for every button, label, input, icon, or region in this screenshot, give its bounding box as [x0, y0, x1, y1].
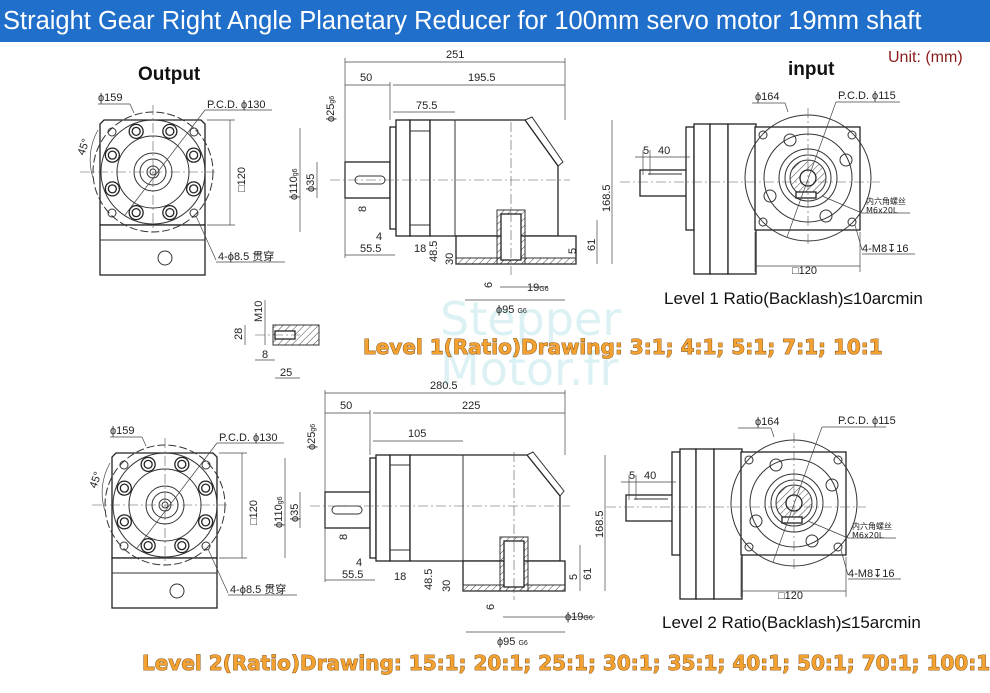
shaft-total-dim: 55.5	[342, 569, 363, 581]
flange-gap-dim: 4	[376, 231, 382, 243]
thread-depth-dim: 28	[233, 328, 245, 340]
height-dim: 168.5	[594, 510, 606, 538]
svg-text:Motor.fr: Motor.fr	[440, 342, 619, 396]
pcd-label: P.C.D. ϕ130	[219, 432, 278, 444]
thread-length-dim: 25	[280, 367, 292, 379]
flange-thickness-dim: 18	[414, 243, 426, 255]
level1-output-front-view: ϕ159 P.C.D. ϕ130 45° □120 4-ϕ8.5 贯穿	[76, 92, 286, 276]
shaft-length-dim: 50	[340, 400, 352, 412]
body-length-dim: 225	[462, 400, 480, 412]
square-label: □120	[248, 500, 260, 525]
bore-height-dim: 61	[586, 239, 598, 251]
level2-ratio-info: Level 2 Ratio(Backlash)≤15arcmin	[662, 613, 921, 632]
key-slot-dim: 6	[485, 604, 497, 610]
level1-ratio-drawing: Level 1(Ratio)Drawing: 3:1; 4:1; 5:1; 7:…	[363, 335, 883, 359]
svg-text:Stepper: Stepper	[440, 292, 621, 346]
input-pilot-dim: ϕ95 G6	[496, 304, 527, 316]
level2-ratio-drawing: Level 2(Ratio)Drawing: 15:1; 20:1; 25:1;…	[142, 651, 990, 675]
key-slot-dim: 6	[483, 282, 495, 288]
unit-label: Unit: (mm)	[888, 49, 963, 66]
base-height-dim: 30	[441, 580, 453, 592]
holes-label: 4-ϕ8.5 贯穿	[218, 249, 274, 263]
thread-detail: M10 28 8 25	[233, 300, 320, 379]
thread-offset-dim: 8	[262, 349, 268, 361]
shaft-dia-dim: ϕ25g6	[306, 424, 318, 450]
shaft-offset-dim: 5	[643, 145, 649, 157]
key-depth-dim: 8	[338, 534, 350, 540]
section-length-dim: 105	[408, 428, 426, 440]
pilot-dia-dim: ϕ110g6	[273, 496, 285, 528]
watermark-logo: Stepper Motor.fr	[440, 292, 621, 396]
height-dim: 168.5	[601, 184, 613, 212]
bore-depth-dim: 5	[568, 574, 580, 580]
pilot-dia-dim: ϕ110g6	[288, 168, 300, 200]
shaft-length-dim: 50	[360, 72, 372, 84]
screw-label-cn: 内六角螺丝	[866, 196, 906, 206]
shaft-length-dim: 40	[644, 470, 656, 482]
body-length-dim: 195.5	[468, 72, 496, 84]
output-label: Output	[138, 64, 201, 85]
shaft-offset-dim: 5	[629, 470, 635, 482]
holes-label: 4-M8↧16	[848, 568, 895, 580]
angle-label: 45°	[76, 137, 93, 157]
bore-dia-dim: 19G6	[527, 282, 549, 294]
input-label: input	[788, 59, 835, 80]
screw-label: M6x20L	[852, 531, 884, 540]
level2-output-front-view: ϕ159 P.C.D. ϕ130 45° □120 4-ϕ8.5 贯穿	[88, 425, 298, 609]
level1-ratio-info: Level 1 Ratio(Backlash)≤10arcmin	[664, 289, 923, 308]
section-length-dim: 75.5	[416, 100, 437, 112]
holes-label: 4-ϕ8.5 贯穿	[230, 582, 286, 596]
center-height-dim: 48.5	[423, 569, 435, 590]
pcd-label: P.C.D. ϕ130	[207, 99, 266, 111]
key-depth-dim: 8	[357, 206, 369, 212]
key-width-dim: ϕ35	[289, 504, 301, 522]
bore-dia-dim: ϕ19G6	[565, 611, 593, 623]
center-height-dim: 48.5	[428, 241, 440, 262]
holes-label: 4-M8↧16	[862, 243, 909, 255]
key-width-dim: ϕ35	[305, 174, 317, 192]
shaft-total-dim: 55.5	[360, 243, 381, 255]
overall-length-dim: 251	[446, 49, 464, 61]
thread-size-dim: M10	[253, 301, 265, 322]
flange-thickness-dim: 18	[394, 571, 406, 583]
pcd-label: P.C.D. ϕ115	[838, 415, 896, 427]
input-pilot-dim: ϕ95 G6	[497, 636, 528, 648]
shaft-dia-dim: ϕ25g6	[325, 96, 337, 122]
overall-length-dim: 280.5	[430, 380, 458, 392]
level1-input-view: 5 40 ϕ164 P.C.D. ϕ115 内六角螺丝 M6x20L 4-M8↧…	[619, 90, 916, 277]
outer-dia-label: ϕ164	[755, 416, 780, 428]
bore-depth-dim: 5	[567, 248, 579, 254]
level2-input-view: 5 40 ϕ164 P.C.D. ϕ115 内六角螺丝 M6x20L 4-M8↧…	[605, 415, 902, 602]
outer-dia-label: ϕ164	[755, 91, 780, 103]
screw-label: M6x20L	[866, 206, 898, 215]
angle-label: 45°	[88, 470, 105, 490]
bore-height-dim: 61	[582, 568, 594, 580]
level2-side-view: 280.5 50 225 105 ϕ25g6 ϕ110g6 ϕ35 8 4 55…	[273, 380, 606, 648]
square-label: □120	[778, 590, 803, 602]
title-banner: Straight Gear Right Angle Planetary Redu…	[0, 0, 990, 42]
screw-label-cn: 内六角螺丝	[852, 521, 892, 531]
flange-gap-dim: 4	[356, 557, 362, 569]
level1-side-view: 251 50 195.5 75.5 ϕ25g6 ϕ110g6 ϕ35 8 4 5…	[288, 49, 613, 316]
shaft-length-dim: 40	[658, 145, 670, 157]
pcd-label: P.C.D. ϕ115	[838, 90, 896, 102]
outer-dia-label: ϕ159	[110, 425, 135, 437]
square-label: □120	[792, 265, 817, 277]
square-label: □120	[236, 167, 248, 192]
base-height-dim: 30	[444, 253, 456, 265]
outer-dia-label: ϕ159	[98, 92, 123, 104]
